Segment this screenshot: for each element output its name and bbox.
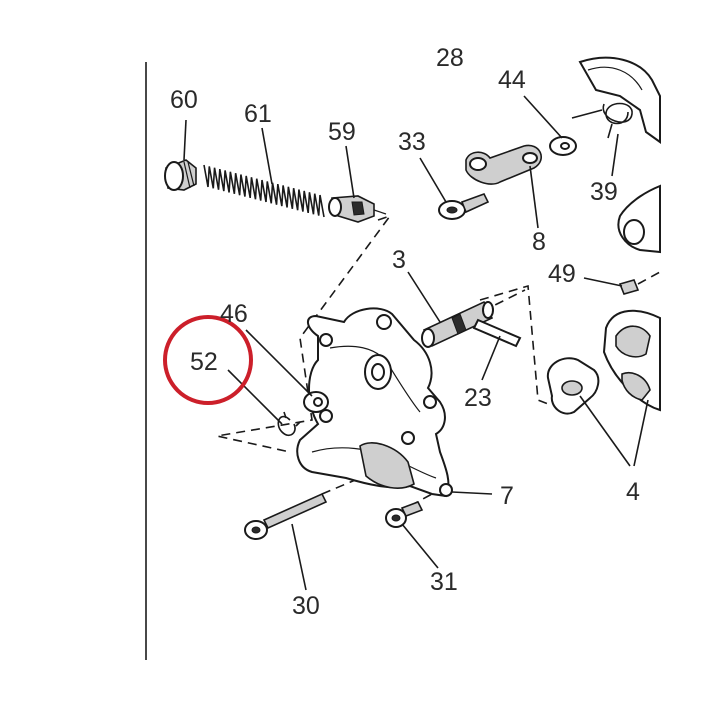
leader-23: [481, 335, 501, 381]
part-30-bolt: [244, 492, 328, 540]
callout-61: 61: [244, 100, 272, 128]
leader-52: [227, 369, 283, 425]
leader-31: [401, 523, 439, 569]
part-46-washer: [303, 391, 329, 413]
leader-4b: [633, 399, 649, 467]
leader-4a: [579, 395, 631, 467]
leader-8: [529, 165, 539, 229]
part-8-lever: [465, 144, 542, 185]
part-23-dowel: [472, 318, 522, 348]
part-31-screw: [385, 500, 424, 528]
callout-28: 28: [436, 44, 464, 72]
leader-59: [345, 145, 355, 199]
callout-23: 23: [464, 384, 492, 412]
callout-46: 46: [220, 300, 248, 328]
part-3-pin: [421, 300, 494, 348]
callout-30: 30: [292, 592, 320, 620]
assembly-outline-pin: [479, 284, 549, 405]
callout-33: 33: [398, 128, 426, 156]
callout-49: 49: [548, 260, 576, 288]
callout-60: 60: [170, 86, 198, 114]
leader-44: [523, 95, 563, 139]
housing-partial-right: [617, 184, 661, 254]
callout-3: 3: [392, 246, 406, 274]
part-60-plug: [164, 159, 197, 191]
leader-60: [183, 119, 187, 161]
part-7-cover: [296, 307, 453, 498]
leader-30: [291, 523, 307, 591]
part-33-screw: [438, 193, 490, 220]
callout-52: 52: [190, 348, 218, 376]
axis-line-pin: [454, 289, 526, 326]
housing-partial-top-right: [578, 56, 661, 144]
leader-46: [245, 329, 313, 397]
highlight-circle-part-52: [163, 315, 253, 405]
callout-31: 31: [430, 568, 458, 596]
callout-8: 8: [532, 228, 546, 256]
part-44-washer: [549, 136, 577, 156]
leader-39: [611, 133, 619, 177]
callout-59: 59: [328, 118, 356, 146]
leader-61: [261, 127, 273, 185]
leader-7: [451, 491, 493, 495]
part-52-circlip: [277, 411, 301, 437]
callout-4: 4: [626, 478, 640, 506]
part-4-rotor: [602, 309, 661, 412]
leader-33: [419, 157, 447, 203]
leader-3: [407, 271, 441, 323]
callout-7: 7: [500, 482, 514, 510]
part-39-torsion-spring: [571, 102, 633, 139]
callout-39: 39: [590, 178, 618, 206]
leader-49: [583, 277, 623, 287]
part-61-spring: [203, 164, 325, 218]
part-4-damper: [546, 357, 600, 415]
part-59-plunger: [328, 195, 387, 223]
part-49-pin: [618, 271, 661, 295]
callout-44: 44: [498, 66, 526, 94]
